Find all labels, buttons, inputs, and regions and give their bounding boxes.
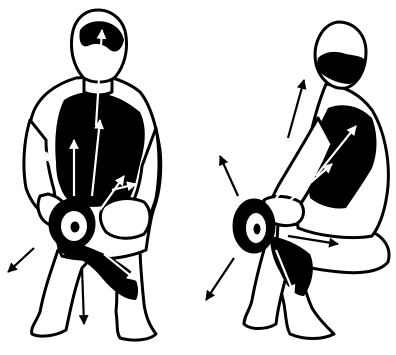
front-arrow-out-left (8, 248, 34, 272)
front-arrow-down (82, 268, 84, 324)
front-weight-plate (50, 200, 94, 248)
side-arrow-up-left (288, 80, 304, 138)
front-shirt-shading (55, 92, 145, 207)
side-arrow-down-left (206, 258, 234, 300)
side-weight-plate (234, 200, 274, 252)
side-view-figure (234, 22, 389, 339)
side-arrow-out-left (220, 156, 238, 196)
front-right-hand (100, 199, 150, 239)
front-view-figure (24, 10, 161, 340)
